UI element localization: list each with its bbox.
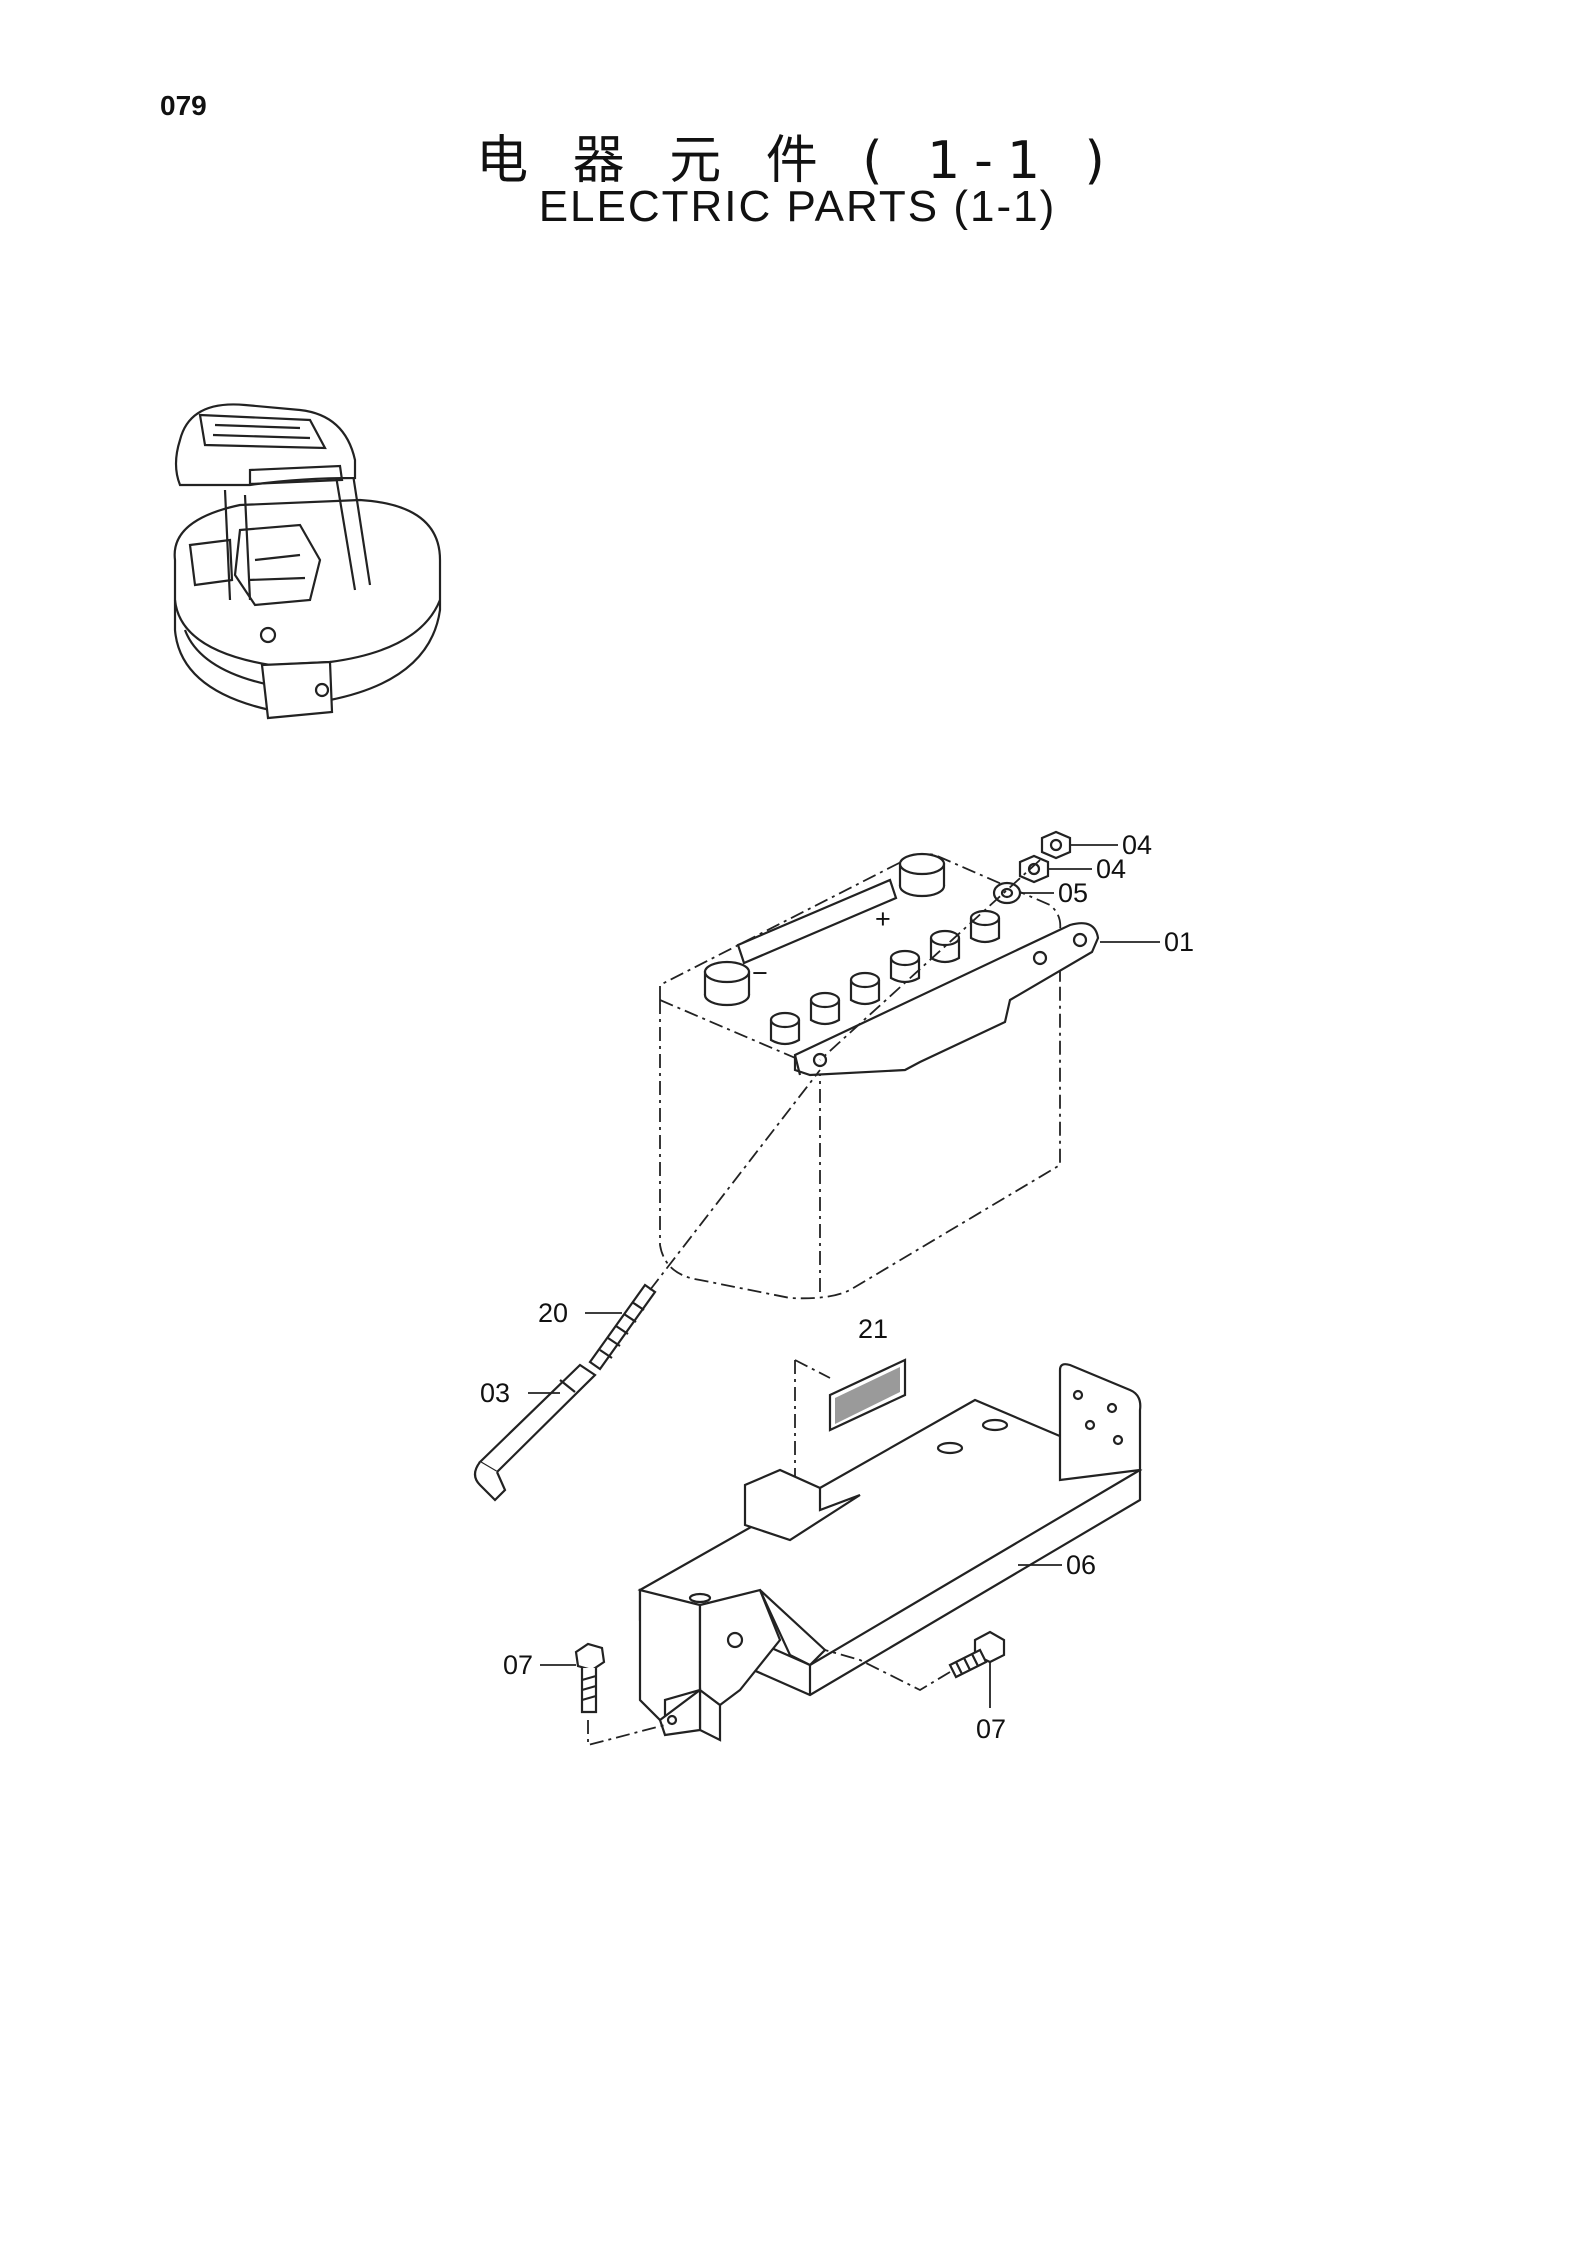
part-05-washer <box>992 881 1022 905</box>
part-07-bolt-left <box>574 1642 606 1714</box>
assembly-line-bolt-left <box>587 1720 666 1747</box>
part-21-pad <box>828 1358 907 1432</box>
part-01-battery-clamp <box>793 922 1100 1077</box>
battery-negative-terminal <box>703 960 751 1007</box>
battery-positive-terminal <box>898 852 946 898</box>
callout-04-lower: 04 <box>1096 854 1126 884</box>
assembly-line-bolt-right <box>824 1649 951 1692</box>
page-number: 079 <box>160 90 207 121</box>
callout-03: 03 <box>480 1378 510 1408</box>
battery-plus-sign: + <box>875 904 891 934</box>
part-20-threaded-rod <box>588 1283 657 1371</box>
callout-20: 20 <box>538 1298 568 1328</box>
assembly-line-pad <box>794 1359 831 1540</box>
callout-07-left: 07 <box>503 1650 533 1680</box>
part-06-battery-tray <box>637 1363 1143 1742</box>
page-title-english: ELECTRIC PARTS (1-1) <box>538 182 1057 231</box>
battery-minus-sign: − <box>752 958 768 988</box>
callout-leaders <box>528 844 1160 1708</box>
callout-05: 05 <box>1058 878 1088 908</box>
part-07-bolt-right <box>948 1630 1006 1679</box>
assembly-line-rod <box>819 859 1041 1061</box>
callout-06: 06 <box>1066 1550 1096 1580</box>
part-04-nut-lower <box>1018 854 1050 884</box>
callout-01: 01 <box>1164 927 1194 957</box>
callout-07-right: 07 <box>976 1714 1006 1744</box>
part-04-nut-upper <box>1040 830 1072 860</box>
page-title-chinese: 电 器 元 件 ( 1-1 ) <box>476 131 1119 191</box>
machine-location-thumbnail <box>173 403 442 720</box>
callout-21: 21 <box>858 1314 888 1344</box>
part-03-hook-bolt <box>473 1363 597 1502</box>
callout-04-upper: 04 <box>1122 830 1152 860</box>
battery-reference-outline: + − <box>659 852 1062 1300</box>
assembly-line-hook <box>649 1069 821 1291</box>
